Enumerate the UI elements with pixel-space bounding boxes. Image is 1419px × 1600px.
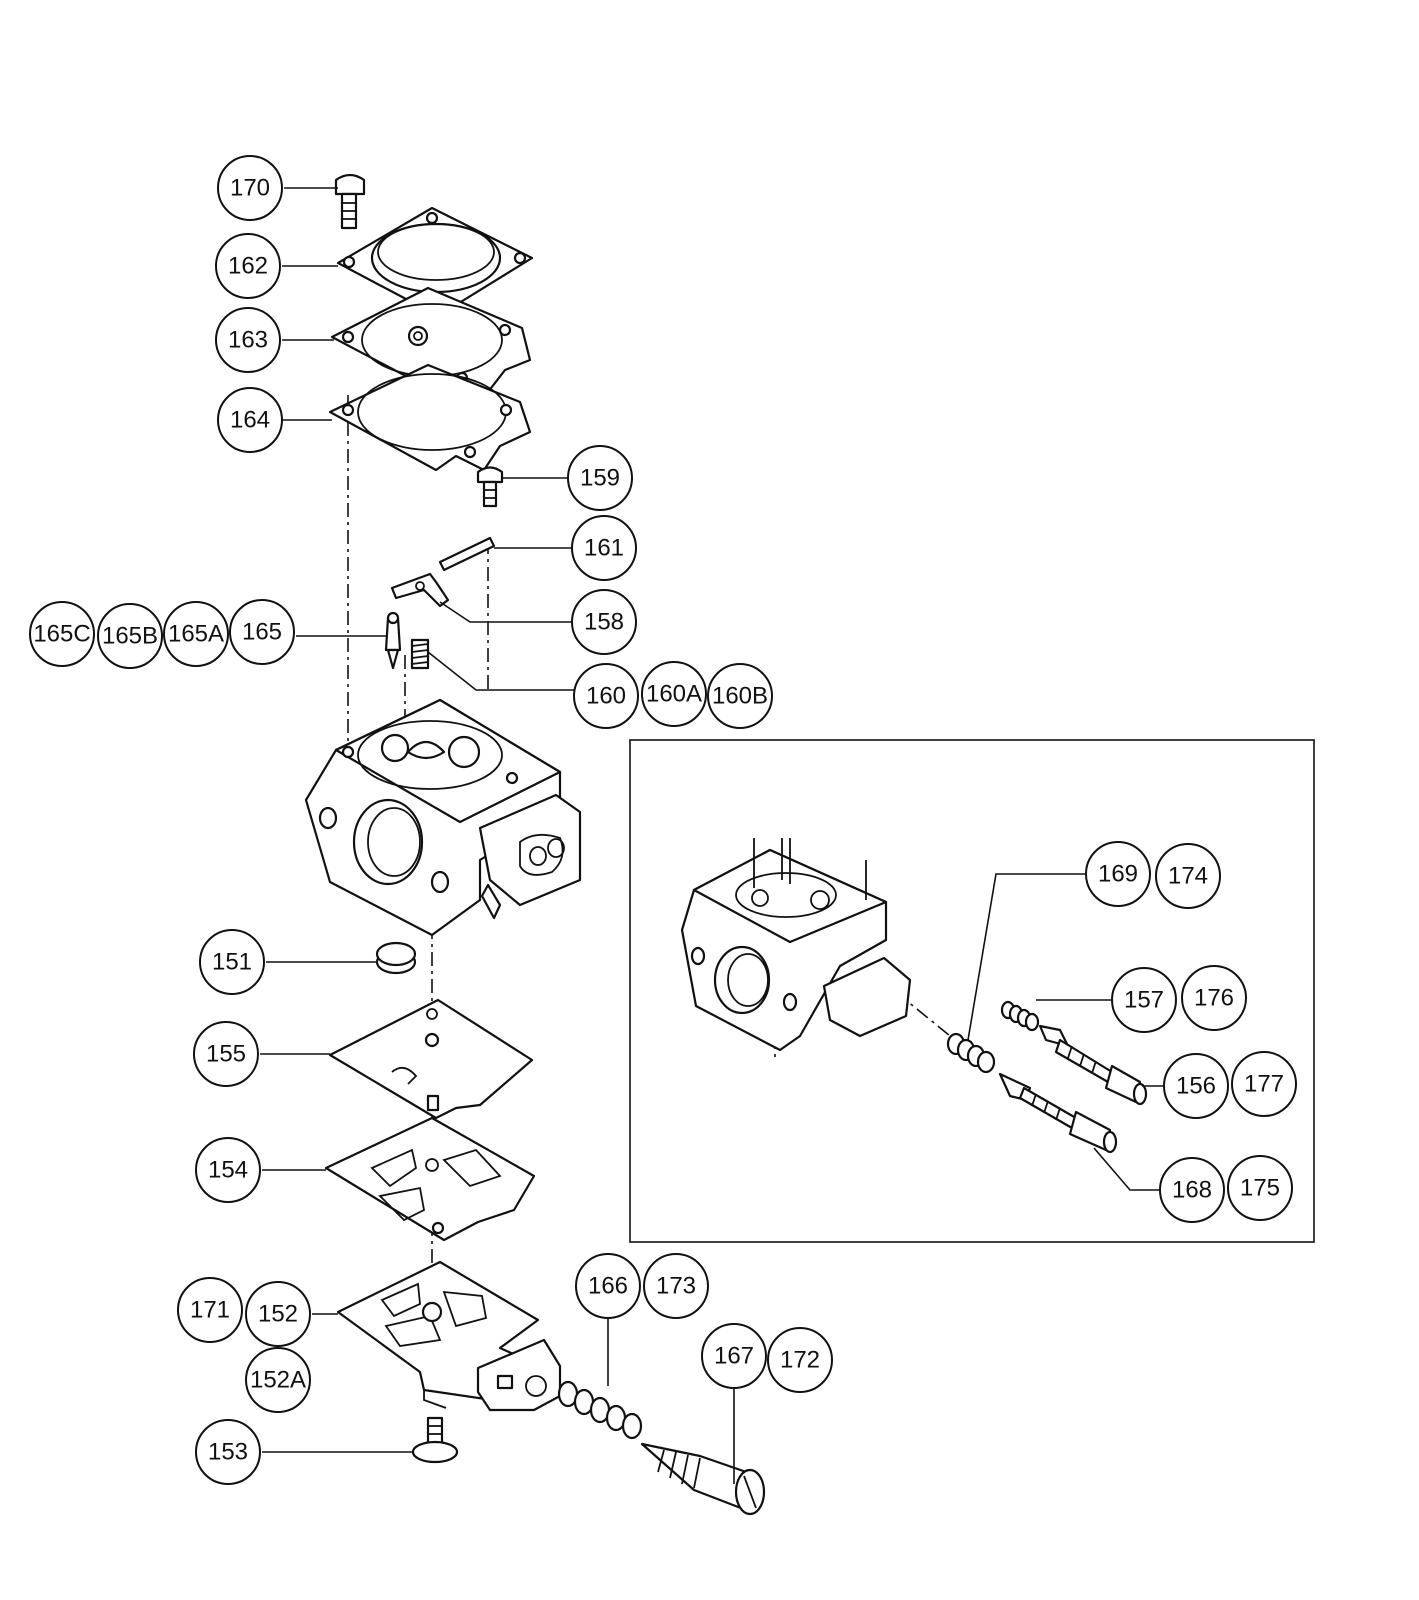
metering-lever-158 xyxy=(390,572,450,608)
carburetor-body xyxy=(304,698,582,937)
callout-169: 169 xyxy=(1085,841,1151,907)
inset-needle-168 xyxy=(998,1072,1118,1154)
svg-text:174: 174 xyxy=(1168,863,1208,890)
callout-165: 165 xyxy=(229,599,295,665)
svg-text:153: 153 xyxy=(208,1439,248,1466)
leader-lines xyxy=(260,187,1166,1484)
svg-text:165: 165 xyxy=(242,619,282,646)
callout-152A: 152A xyxy=(245,1347,311,1413)
callout-163: 163 xyxy=(215,307,281,373)
svg-text:165C: 165C xyxy=(33,621,90,648)
svg-text:151: 151 xyxy=(212,949,252,976)
inset-spring-169 xyxy=(946,1032,996,1074)
callout-160: 160 xyxy=(573,663,639,729)
callout-160B: 160B xyxy=(707,663,773,729)
callout-175: 175 xyxy=(1227,1155,1293,1221)
idle-screw-167 xyxy=(640,1442,766,1516)
svg-text:164: 164 xyxy=(230,407,270,434)
needle-valve-165 xyxy=(384,611,402,670)
inset-carburetor-body xyxy=(680,838,912,1052)
callout-152: 152 xyxy=(245,1281,311,1347)
svg-text:160A: 160A xyxy=(646,681,702,708)
inset-frame xyxy=(629,739,1315,1243)
svg-text:170: 170 xyxy=(230,175,270,202)
callout-177: 177 xyxy=(1231,1051,1297,1117)
callout-174: 174 xyxy=(1155,843,1221,909)
welch-plug-151 xyxy=(375,941,417,975)
svg-text:172: 172 xyxy=(780,1347,820,1374)
callout-160A: 160A xyxy=(641,661,707,727)
callout-162: 162 xyxy=(215,233,281,299)
svg-text:165A: 165A xyxy=(168,621,224,648)
svg-text:167: 167 xyxy=(714,1343,754,1370)
svg-text:160B: 160B xyxy=(712,683,768,710)
svg-text:161: 161 xyxy=(584,535,624,562)
callout-155: 155 xyxy=(193,1021,259,1087)
svg-text:159: 159 xyxy=(580,465,620,492)
spring-166 xyxy=(557,1380,643,1440)
metering-gasket-154 xyxy=(324,1116,536,1242)
callout-171: 171 xyxy=(177,1277,243,1343)
svg-text:168: 168 xyxy=(1172,1177,1212,1204)
svg-text:158: 158 xyxy=(584,609,624,636)
callout-156: 156 xyxy=(1163,1053,1229,1119)
svg-text:156: 156 xyxy=(1176,1073,1216,1100)
inset-spring-157 xyxy=(1000,1000,1040,1032)
svg-text:160: 160 xyxy=(586,683,626,710)
callout-165C: 165C xyxy=(29,601,95,667)
screw-159 xyxy=(476,466,504,508)
metering-cover-152 xyxy=(336,1260,562,1412)
svg-text:165B: 165B xyxy=(102,623,158,650)
callout-167: 167 xyxy=(701,1323,767,1389)
svg-text:171: 171 xyxy=(190,1297,230,1324)
pump-cover-162 xyxy=(336,206,534,318)
screw-170 xyxy=(334,173,366,230)
svg-text:157: 157 xyxy=(1124,987,1164,1014)
svg-text:163: 163 xyxy=(228,327,268,354)
svg-text:177: 177 xyxy=(1244,1071,1284,1098)
callout-173: 173 xyxy=(643,1253,709,1319)
pin-161 xyxy=(438,536,496,572)
callout-153: 153 xyxy=(195,1419,261,1485)
svg-text:162: 162 xyxy=(228,253,268,280)
svg-text:169: 169 xyxy=(1098,861,1138,888)
callout-165A: 165A xyxy=(163,601,229,667)
callout-165B: 165B xyxy=(97,603,163,669)
callout-159: 159 xyxy=(567,445,633,511)
callout-157: 157 xyxy=(1111,967,1177,1033)
svg-text:154: 154 xyxy=(208,1157,248,1184)
callout-161: 161 xyxy=(571,515,637,581)
callout-176: 176 xyxy=(1181,965,1247,1031)
screw-153 xyxy=(411,1416,459,1464)
callout-170: 170 xyxy=(217,155,283,221)
callout-151: 151 xyxy=(199,929,265,995)
inset-needle-156 xyxy=(1038,1024,1148,1106)
callout-158: 158 xyxy=(571,589,637,655)
svg-text:152A: 152A xyxy=(250,1367,306,1394)
svg-text:155: 155 xyxy=(206,1041,246,1068)
callout-154: 154 xyxy=(195,1137,261,1203)
svg-text:166: 166 xyxy=(588,1273,628,1300)
callout-166: 166 xyxy=(575,1253,641,1319)
svg-text:173: 173 xyxy=(656,1273,696,1300)
callout-164: 164 xyxy=(217,387,283,453)
svg-text:175: 175 xyxy=(1240,1175,1280,1202)
svg-text:176: 176 xyxy=(1194,985,1234,1012)
spring-160 xyxy=(410,638,430,670)
callout-172: 172 xyxy=(767,1327,833,1393)
pump-gasket-164 xyxy=(328,363,532,472)
callout-168: 168 xyxy=(1159,1157,1225,1223)
svg-text:152: 152 xyxy=(258,1301,298,1328)
metering-diaphragm-155 xyxy=(328,998,534,1120)
